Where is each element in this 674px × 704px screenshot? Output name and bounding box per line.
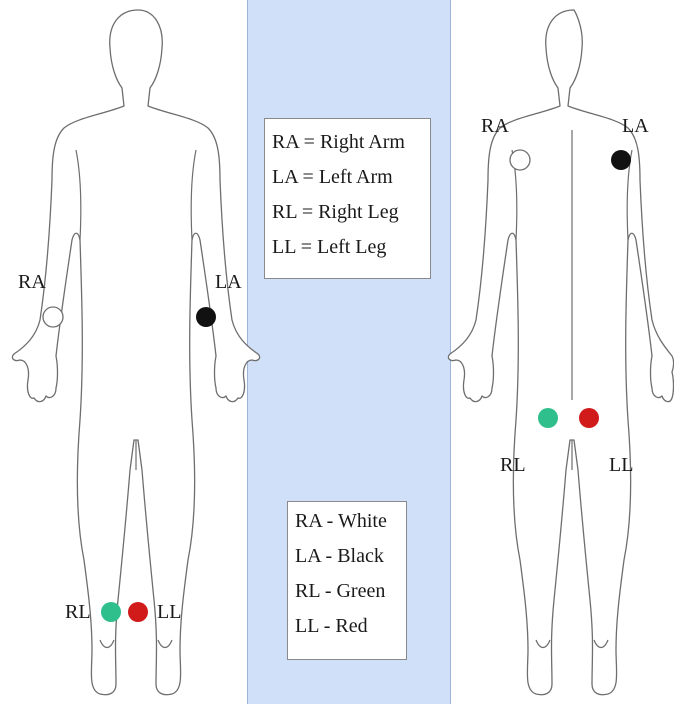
legend-row-la: LA = Left Arm [272, 160, 430, 195]
left-body-figure [12, 10, 259, 695]
left-ll-label: LL [157, 602, 181, 622]
left-ra-electrode [43, 307, 63, 327]
right-ra-electrode [510, 150, 530, 170]
left-body-outline [12, 10, 259, 695]
right-ll-label: LL [609, 455, 633, 475]
color-row-la: LA - Black [295, 539, 406, 574]
abbreviation-legend: RA = Right Arm LA = Left Arm RL = Right … [264, 118, 431, 279]
color-row-rl: RL - Green [295, 574, 406, 609]
left-rl-electrode [101, 602, 121, 622]
left-la-electrode [196, 307, 216, 327]
right-ra-label: RA [481, 116, 509, 136]
legend-row-ll: LL = Left Leg [272, 230, 430, 265]
left-rl-label: RL [65, 602, 91, 622]
right-body-figure [448, 10, 673, 695]
right-la-label: LA [622, 116, 649, 136]
left-ra-label: RA [18, 272, 46, 292]
right-ll-electrode [579, 408, 599, 428]
right-body-outline [448, 10, 673, 695]
left-ll-electrode [128, 602, 148, 622]
right-la-electrode [611, 150, 631, 170]
left-la-label: LA [215, 272, 242, 292]
right-rl-electrode [538, 408, 558, 428]
color-legend: RA - White LA - Black RL - Green LL - Re… [287, 501, 407, 660]
legend-row-rl: RL = Right Leg [272, 195, 430, 230]
color-row-ll: LL - Red [295, 609, 406, 644]
legend-row-ra: RA = Right Arm [272, 125, 430, 160]
color-row-ra: RA - White [295, 504, 406, 539]
right-rl-label: RL [500, 455, 526, 475]
